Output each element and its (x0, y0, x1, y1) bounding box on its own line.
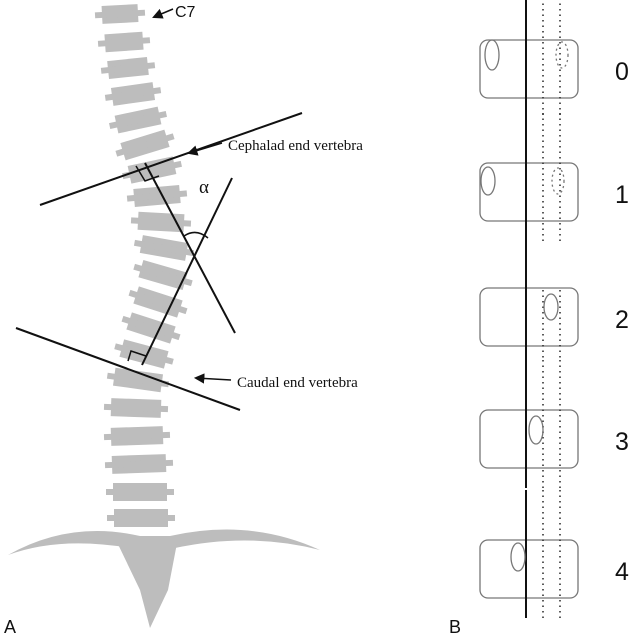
panel-b-label: B (449, 617, 461, 637)
vertebra (104, 454, 174, 474)
pedicle-oval (543, 293, 559, 321)
panel-a-annotations: C7 Cephalad end vertebra Caudal end vert… (4, 4, 363, 637)
cobb-angle-arc (183, 231, 209, 239)
vertebra (130, 211, 192, 233)
grade-2-diagram: 2 (479, 238, 629, 366)
cephalad-endplate-line (39, 112, 303, 206)
grade-0-diagram: 0 (479, 0, 629, 118)
vertebra (103, 398, 169, 418)
cobb-angle-construction: α (15, 112, 303, 411)
vertebra (114, 339, 174, 369)
vertebral-body-outline (479, 287, 579, 347)
sacrum (115, 538, 178, 628)
cephalad-perpendicular (144, 162, 236, 334)
spine-illustration (8, 4, 320, 628)
vertebrae-column (94, 4, 195, 527)
vertebra (103, 426, 171, 446)
grade-label: 2 (615, 306, 629, 334)
cephalad-right-angle-marker (135, 165, 160, 182)
caudal-end-vertebra-label: Caudal end vertebra (237, 375, 358, 391)
pedicle-oval (555, 41, 569, 69)
grade-label: 4 (615, 558, 629, 586)
vertebra (106, 483, 174, 501)
vertebral-body-outline (479, 409, 579, 469)
grade-3-diagram: 3 (479, 360, 629, 488)
grade-label: 3 (615, 428, 629, 456)
vertebra (109, 106, 167, 134)
c7-label: C7 (175, 4, 196, 21)
caudal-arrow (193, 373, 232, 384)
caudal-endplate-line (15, 327, 241, 411)
caudal-right-angle-marker (127, 350, 147, 362)
vertebra (121, 312, 181, 344)
grade-label: 1 (615, 181, 629, 209)
vertebra (97, 31, 151, 53)
vertebra (104, 82, 162, 106)
vertebra (100, 56, 156, 80)
cephalad-end-vertebra-label: Cephalad end vertebra (228, 138, 363, 154)
vertebral-body-outline (479, 539, 579, 599)
panel-a-label: A (4, 617, 16, 637)
vertebra (106, 367, 170, 393)
c7-arrow (152, 8, 174, 19)
vertebra (126, 185, 188, 207)
grade-label: 0 (615, 58, 629, 86)
vertebra (122, 156, 182, 184)
grade-1-diagram: 1 (479, 113, 629, 241)
vertebra (133, 235, 195, 261)
pedicle-oval (480, 166, 496, 196)
cobb-angle-label: α (199, 177, 209, 198)
vertebra (107, 509, 175, 527)
pedicle-oval (528, 415, 544, 445)
rotation-grade-diagrams: 0 1 2 3 4 (479, 0, 629, 618)
pedicle-oval (551, 167, 565, 195)
vertebral-body-outline (479, 162, 579, 222)
cephalad-arrow (186, 142, 223, 156)
vertebra (115, 129, 175, 161)
pedicle-oval (484, 39, 500, 71)
vertebra (128, 286, 188, 318)
grade-4-diagram: 4 (479, 490, 629, 618)
pedicle-oval (510, 542, 526, 572)
vertebra (133, 260, 193, 290)
vertebral-body-outline (479, 39, 579, 99)
caudal-perpendicular (141, 177, 233, 366)
vertebra (94, 4, 146, 24)
